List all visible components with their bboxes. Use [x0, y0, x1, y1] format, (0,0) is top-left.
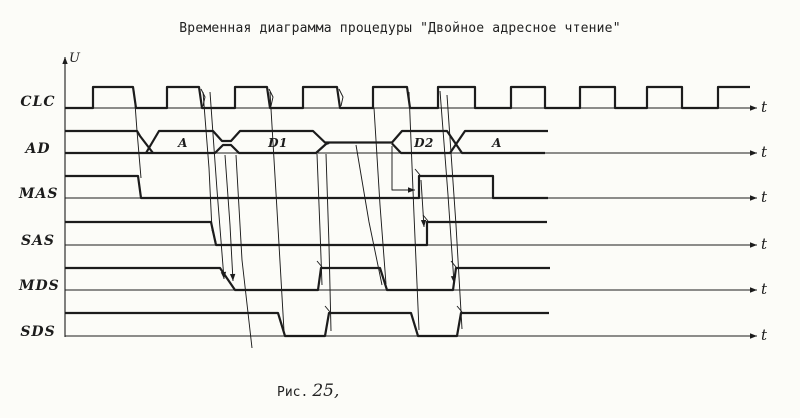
connector-line	[420, 179, 425, 228]
bus-value-label: D1	[268, 136, 288, 150]
u-axis-label: U	[69, 51, 80, 66]
figure-caption: Рис.25,	[277, 381, 339, 401]
figure-title: Временная диаграмма процедуры "Двойное а…	[179, 21, 621, 36]
caption-prefix: Рис.	[277, 385, 309, 400]
connector-line	[202, 91, 217, 243]
connector-line	[414, 168, 421, 176]
AD-bottom-a	[65, 141, 330, 155]
t-axis-label: t	[761, 188, 768, 206]
t-axis-label: t	[761, 98, 768, 116]
signal-label-mds: MDS	[19, 278, 60, 294]
MAS-trace	[65, 174, 548, 200]
caption-number: 25,	[312, 381, 340, 401]
CLC-clock	[65, 85, 750, 110]
t-axis-label: t	[761, 280, 768, 298]
connector-line	[316, 153, 323, 286]
t-axis-label: t	[761, 143, 768, 161]
connector-line	[446, 94, 463, 330]
connector-line	[450, 260, 457, 268]
connector-line	[456, 305, 463, 313]
connector-line	[324, 305, 331, 313]
signal-label-clc: CLC	[20, 94, 56, 110]
SAS-trace	[65, 220, 547, 247]
connector-line	[316, 260, 323, 268]
arrowhead	[750, 105, 757, 111]
connector-line	[355, 144, 383, 286]
arrowhead	[408, 187, 415, 193]
bus-value-label: D2	[414, 136, 434, 150]
connector-line	[338, 88, 344, 107]
connector-line	[235, 154, 253, 349]
connector-line	[224, 154, 234, 282]
connector-line	[325, 153, 332, 332]
AD-bottom-b	[391, 129, 548, 155]
connector-line	[209, 91, 225, 280]
connector-line	[268, 88, 274, 107]
arrowhead	[750, 195, 757, 201]
arrowhead	[750, 150, 757, 156]
AD-prev-top	[65, 129, 154, 154]
connector-line	[439, 90, 455, 284]
signal-label-ad: AD	[25, 141, 51, 157]
arrowhead	[750, 287, 757, 293]
arrowhead	[62, 57, 68, 64]
t-axis-label: t	[761, 326, 768, 344]
SDS-trace	[65, 311, 549, 338]
arrowhead	[420, 219, 427, 227]
bus-value-label: A	[492, 136, 502, 150]
signal-label-mas: MAS	[19, 186, 59, 202]
arrowhead	[229, 273, 236, 281]
connector-line	[422, 214, 429, 222]
t-axis-label: t	[761, 235, 768, 253]
arrowhead	[750, 242, 757, 248]
connector-line	[408, 91, 420, 331]
connector-line	[200, 88, 206, 107]
connector-line	[391, 146, 415, 191]
bus-value-label: A	[178, 136, 188, 150]
connector-line	[269, 91, 285, 332]
arrowhead	[750, 333, 757, 339]
signal-label-sds: SDS	[20, 324, 56, 340]
MDS-trace	[65, 266, 550, 292]
AD-top-chain	[145, 129, 545, 155]
connector-line	[373, 107, 387, 285]
signal-label-sas: SAS	[20, 233, 56, 249]
